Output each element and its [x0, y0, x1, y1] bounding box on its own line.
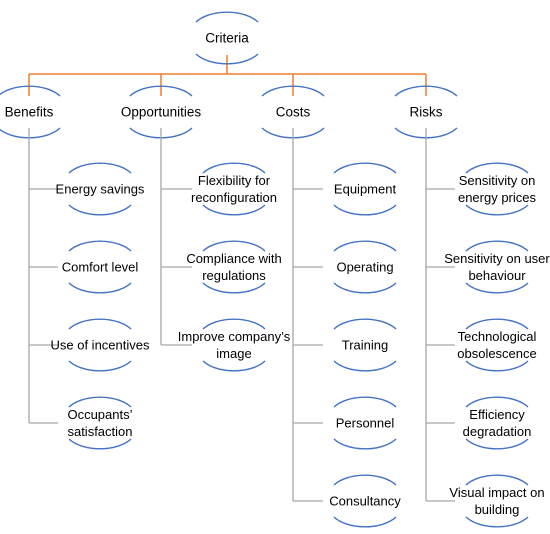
category-3-item-0-top-arc: [465, 162, 529, 174]
category-0-top-arc: [0, 85, 61, 97]
opportunities-item-compliance: Compliance with regulations: [186, 251, 282, 283]
category-opportunities-label: Opportunities: [120, 104, 202, 120]
category-2-item-0-bottom-arc: [333, 204, 397, 216]
opportunities-item-flexibility: Flexibility for reconfiguration: [191, 173, 277, 205]
category-0-item-2-top-arc: [68, 318, 132, 330]
category-3-item-4-top-arc: [465, 474, 529, 486]
category-1-item-1-top-arc: [202, 240, 266, 252]
benefits-item-energy-savings: Energy savings: [55, 181, 145, 197]
category-1-item-1-bottom-arc: [202, 282, 266, 294]
root-node-top-arc: [195, 11, 259, 23]
category-benefits-label: Benefits: [4, 104, 54, 120]
category-3-item-2-top-arc: [465, 318, 529, 330]
opportunities-item-company-image: Improve company’s image: [177, 329, 291, 361]
category-3-item-3-bottom-arc: [465, 438, 529, 450]
category-3-item-3-top-arc: [465, 396, 529, 408]
root-node-bottom-arc: [195, 53, 259, 65]
benefits-item-use-of-incentives: Use of incentives: [50, 337, 150, 353]
category-2-item-2-top-arc: [333, 318, 397, 330]
category-0-item-1-top-arc: [68, 240, 132, 252]
category-2-item-4-bottom-arc: [333, 516, 397, 528]
category-3-item-1-bottom-arc: [465, 282, 529, 294]
category-3-top-arc: [394, 85, 458, 97]
category-1-item-2-top-arc: [202, 318, 266, 330]
costs-item-equipment: Equipment: [333, 181, 397, 197]
risks-item-visual-impact: Visual impact on building: [449, 485, 545, 517]
category-0-item-3-bottom-arc: [68, 438, 132, 450]
risks-item-efficiency-degradation: Efficiency degradation: [462, 407, 532, 439]
category-2-item-0-top-arc: [333, 162, 397, 174]
category-0-item-0-top-arc: [68, 162, 132, 174]
costs-item-personnel: Personnel: [335, 415, 395, 431]
category-0-bottom-arc: [0, 127, 61, 139]
risks-item-energy-prices: Sensitivity on energy prices: [457, 173, 537, 205]
costs-item-consultancy: Consultancy: [329, 493, 401, 509]
category-1-item-0-top-arc: [202, 162, 266, 174]
category-2-top-arc: [261, 85, 325, 97]
category-1-top-arc: [129, 85, 193, 97]
category-1-item-0-bottom-arc: [202, 204, 266, 216]
category-0-item-2-bottom-arc: [68, 360, 132, 372]
risks-item-user-behaviour: Sensitivity on user behaviour: [444, 251, 550, 283]
category-2-item-4-top-arc: [333, 474, 397, 486]
risks-item-obsolescence: Technological obsolescence: [457, 329, 537, 361]
costs-item-operating: Operating: [336, 259, 394, 275]
benefits-item-occupants-satisfaction: Occupants’ satisfaction: [67, 407, 133, 439]
benefits-item-comfort-level: Comfort level: [61, 259, 139, 275]
category-2-item-1-top-arc: [333, 240, 397, 252]
category-3-item-2-bottom-arc: [465, 360, 529, 372]
category-0-item-3-top-arc: [68, 396, 132, 408]
category-risks-label: Risks: [409, 104, 443, 120]
category-2-item-2-bottom-arc: [333, 360, 397, 372]
root-node-label: Criteria: [205, 30, 249, 46]
category-0-item-1-bottom-arc: [68, 282, 132, 294]
category-0-item-0-bottom-arc: [68, 204, 132, 216]
category-2-item-3-bottom-arc: [333, 438, 397, 450]
category-costs-label: Costs: [275, 104, 311, 120]
category-2-item-3-top-arc: [333, 396, 397, 408]
category-1-item-2-bottom-arc: [202, 360, 266, 372]
category-3-item-0-bottom-arc: [465, 204, 529, 216]
category-2-item-1-bottom-arc: [333, 282, 397, 294]
category-3-item-1-top-arc: [465, 240, 529, 252]
costs-item-training: Training: [341, 337, 389, 353]
category-3-item-4-bottom-arc: [465, 516, 529, 528]
